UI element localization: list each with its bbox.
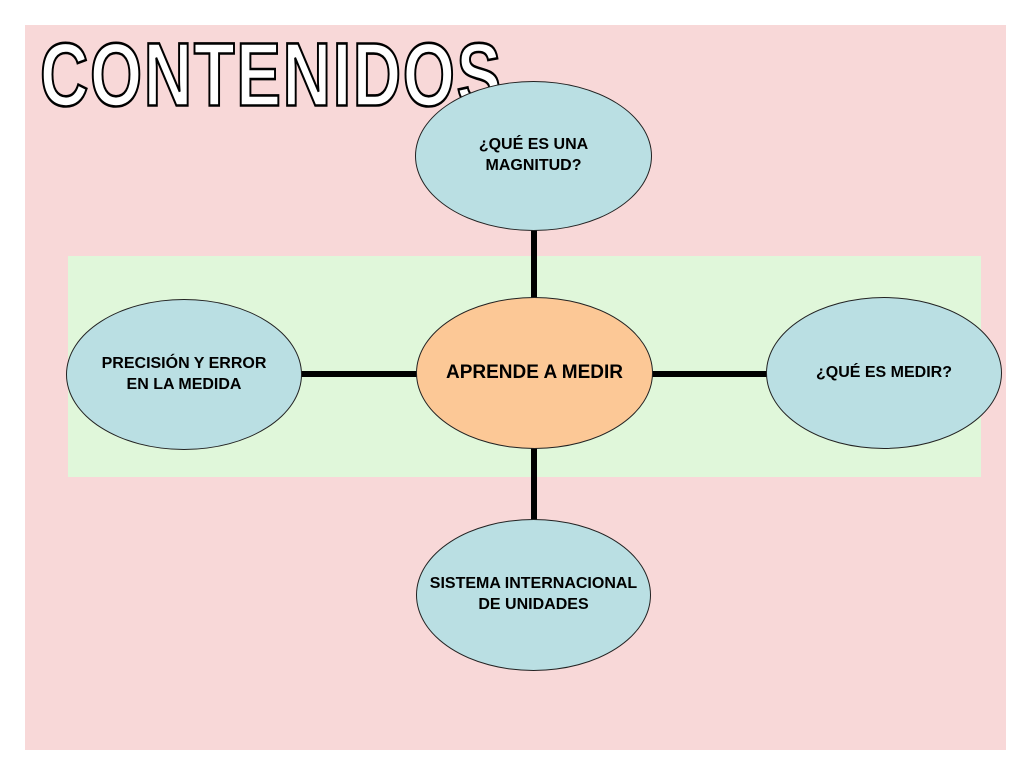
connector-bottom: [531, 447, 537, 523]
connector-top: [531, 222, 537, 300]
connector-left: [301, 371, 417, 377]
node-what-is-magnitude[interactable]: ¿QUÉ ES UNA MAGNITUD?: [415, 81, 652, 231]
page-title: CONTENIDOS: [39, 24, 503, 126]
node-international-system[interactable]: SISTEMA INTERNACIONAL DE UNIDADES: [416, 519, 651, 671]
node-label: APRENDE A MEDIR: [446, 361, 623, 383]
node-label: SISTEMA INTERNACIONAL DE UNIDADES: [429, 575, 638, 613]
node-what-is-measuring[interactable]: ¿QUÉ ES MEDIR?: [766, 297, 1002, 449]
node-label: ¿QUÉ ES MEDIR?: [815, 363, 952, 381]
node-precision-and-error[interactable]: PRECISIÓN Y ERROR EN LA MEDIDA: [66, 299, 302, 450]
node-label: PRECISIÓN Y ERROR EN LA MEDIDA: [101, 354, 267, 393]
node-label: ¿QUÉ ES UNA MAGNITUD?: [478, 136, 589, 174]
connector-right: [651, 371, 768, 377]
node-aprende-a-medir[interactable]: APRENDE A MEDIR: [416, 297, 653, 449]
